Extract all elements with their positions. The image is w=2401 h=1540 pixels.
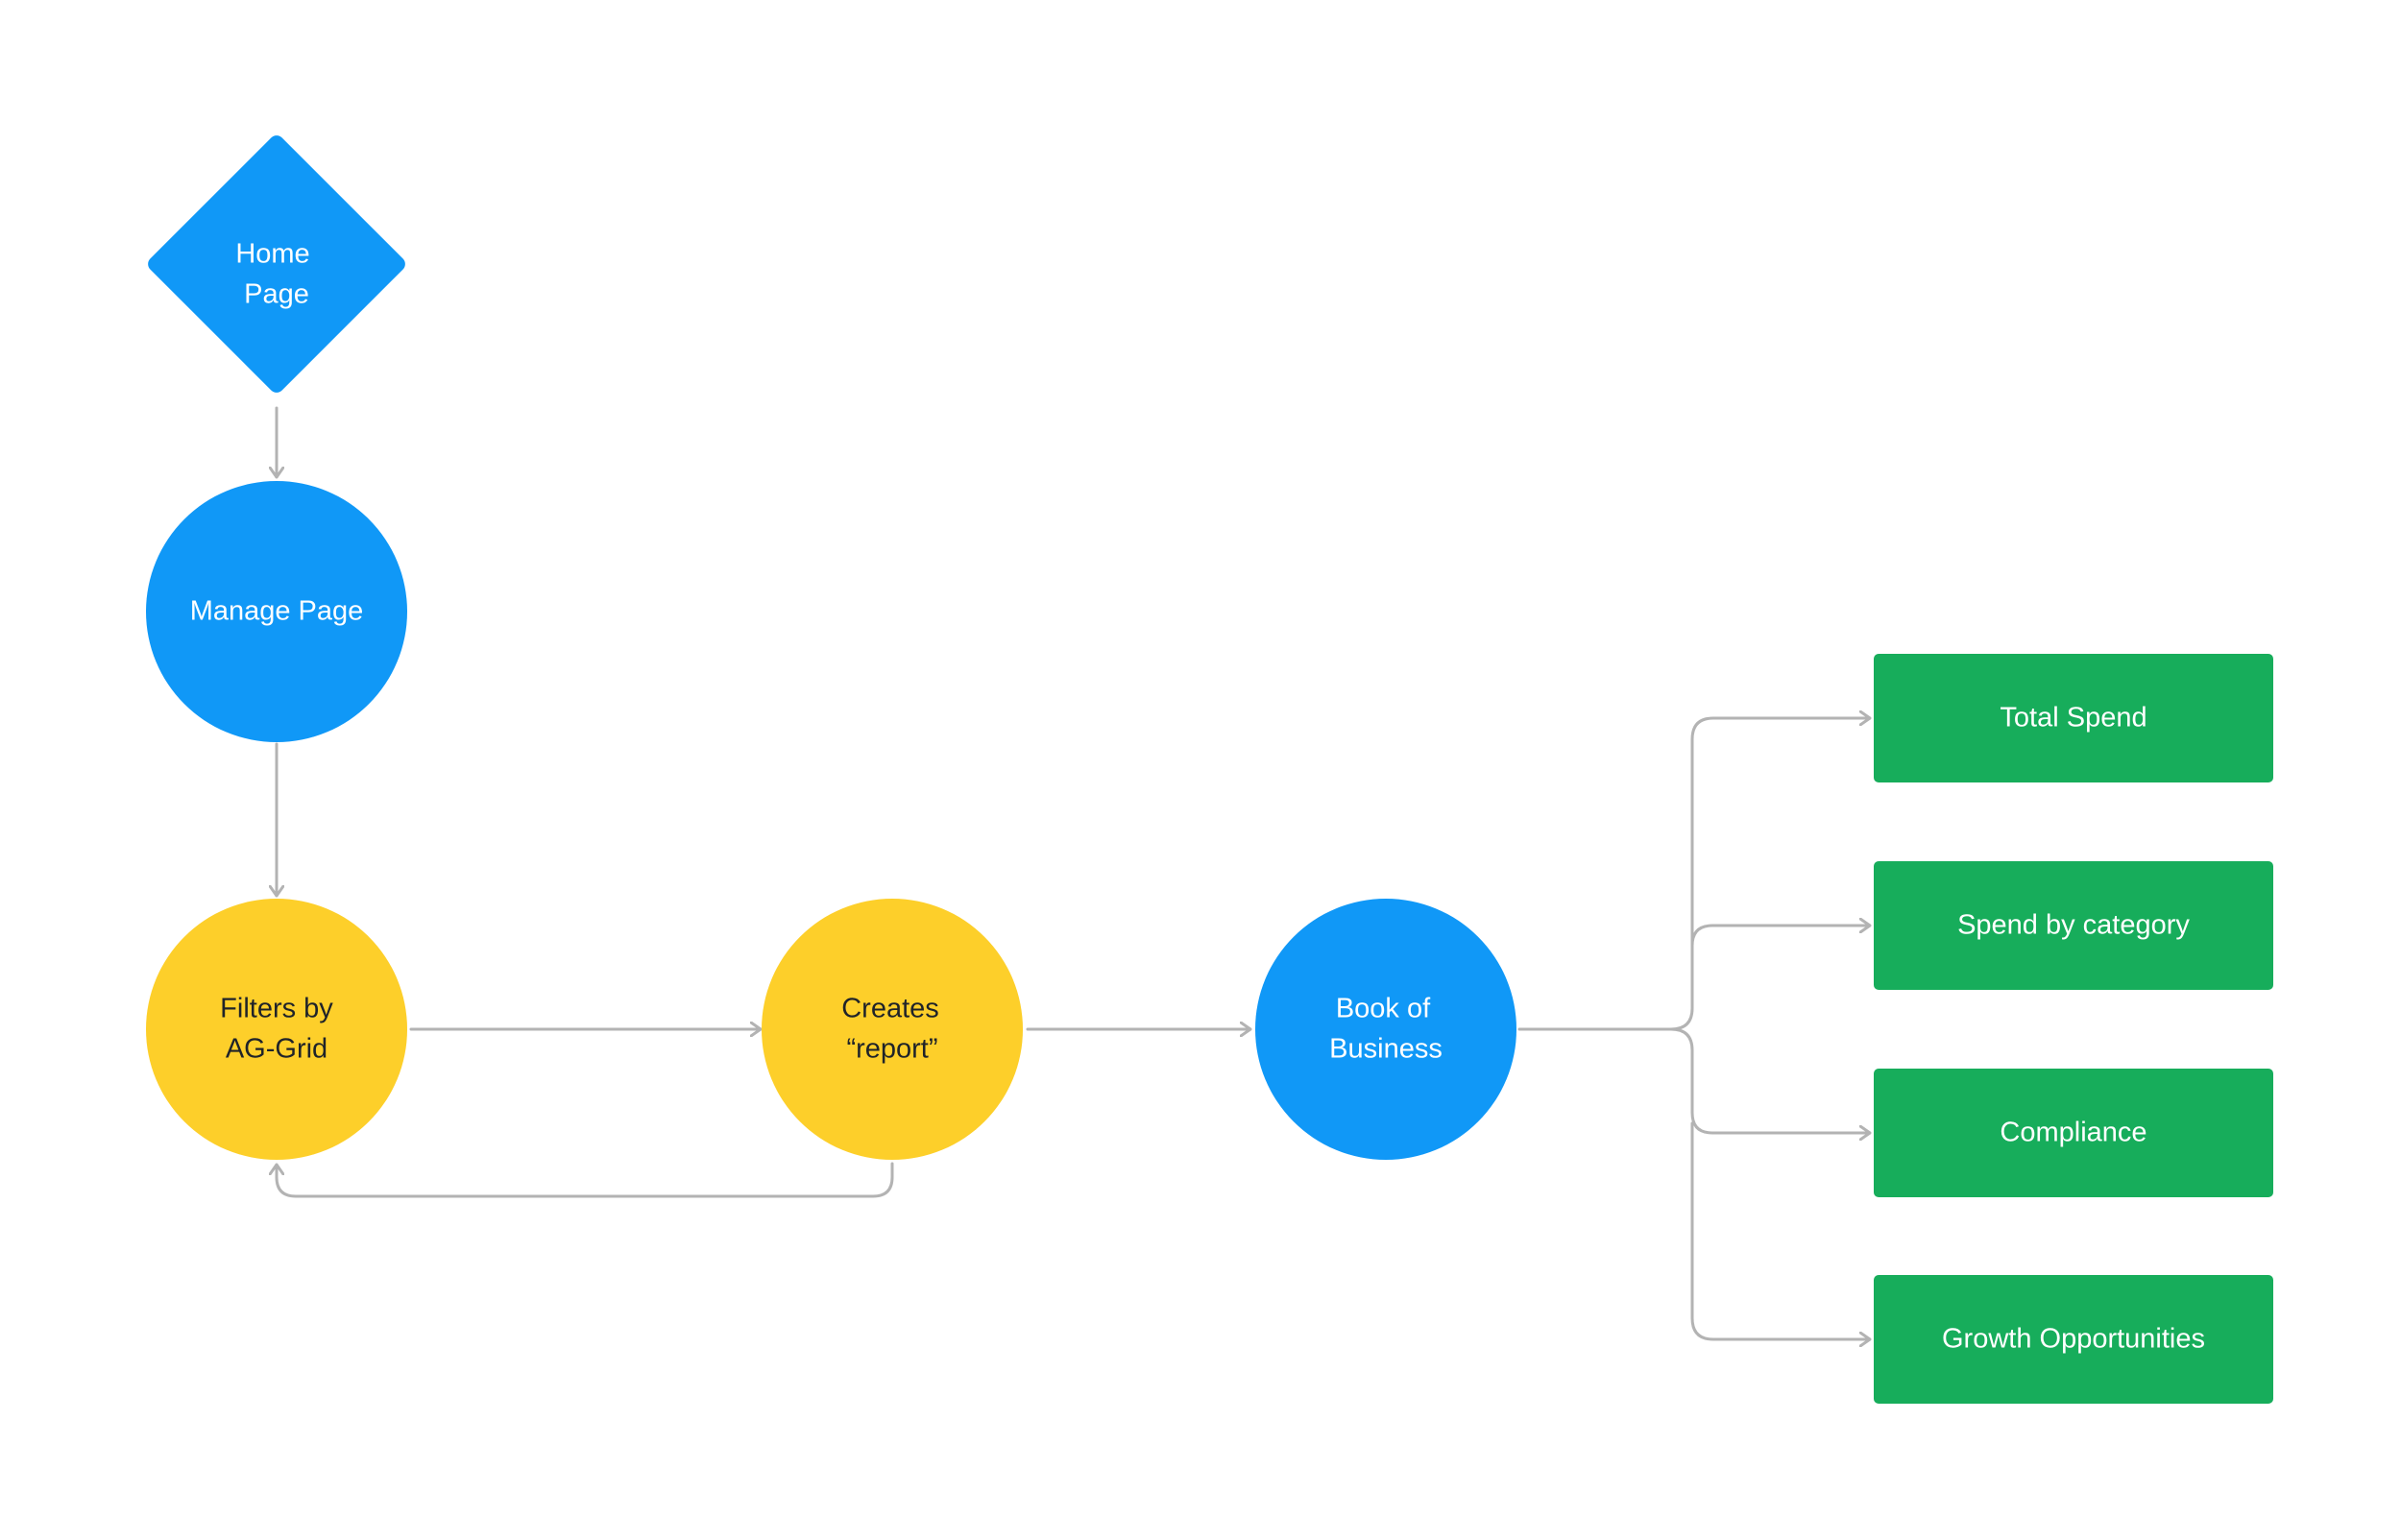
filters-label-line2: AG-Grid: [226, 1034, 327, 1065]
node-growth-opportunities: Growth Opportunities: [1874, 1275, 2273, 1404]
manage-page-label: Manage Page: [190, 596, 364, 627]
filters-circle: [146, 899, 407, 1160]
creates-report-label-line1: Creates: [841, 994, 939, 1024]
home-page-diamond: [148, 135, 405, 393]
spend-by-category-box: [1874, 861, 2273, 990]
home-page-label-line1: Home: [235, 239, 309, 270]
filters-label-line1: Filters by: [220, 994, 333, 1024]
connector-to-spend-by-category: [1690, 926, 1872, 948]
connector-to-growth-opportunities: [1690, 1121, 1872, 1339]
compliance-label: Compliance: [2000, 1118, 2146, 1148]
node-creates-report: Creates “report”: [762, 899, 1023, 1160]
creates-report-label-line2: “report”: [846, 1034, 937, 1065]
node-spend-by-category: Spend by category: [1874, 861, 2273, 990]
connectors: [277, 406, 1872, 1339]
node-book-of-business: Book of Business: [1255, 899, 1516, 1160]
manage-page-circle: [146, 481, 407, 742]
node-compliance: Compliance: [1874, 1069, 2273, 1197]
node-total-spend: Total Spend: [1874, 654, 2273, 782]
book-of-business-circle: [1255, 899, 1516, 1160]
book-of-business-label-line2: Business: [1329, 1034, 1443, 1065]
book-of-business-label-line1: Book of: [1336, 994, 1431, 1024]
node-filters-by-ag-grid: Filters by AG-Grid: [146, 899, 407, 1160]
connector-to-compliance: [1669, 1027, 1872, 1133]
spend-by-category-label: Spend by category: [1957, 910, 2190, 941]
creates-report-circle: [762, 899, 1023, 1160]
node-manage-page: Manage Page: [146, 481, 407, 742]
total-spend-box: [1874, 654, 2273, 782]
compliance-box: [1874, 1069, 2273, 1197]
connector-report-back-to-filters: [277, 1162, 894, 1198]
growth-opportunities-box: [1874, 1275, 2273, 1404]
connector-to-total-spend: [1669, 718, 1872, 1031]
node-home-page: Home Page: [148, 135, 405, 393]
home-page-label-line2: Page: [244, 279, 309, 310]
growth-opportunities-label: Growth Opportunities: [1942, 1324, 2205, 1355]
total-spend-label: Total Spend: [2000, 703, 2146, 734]
